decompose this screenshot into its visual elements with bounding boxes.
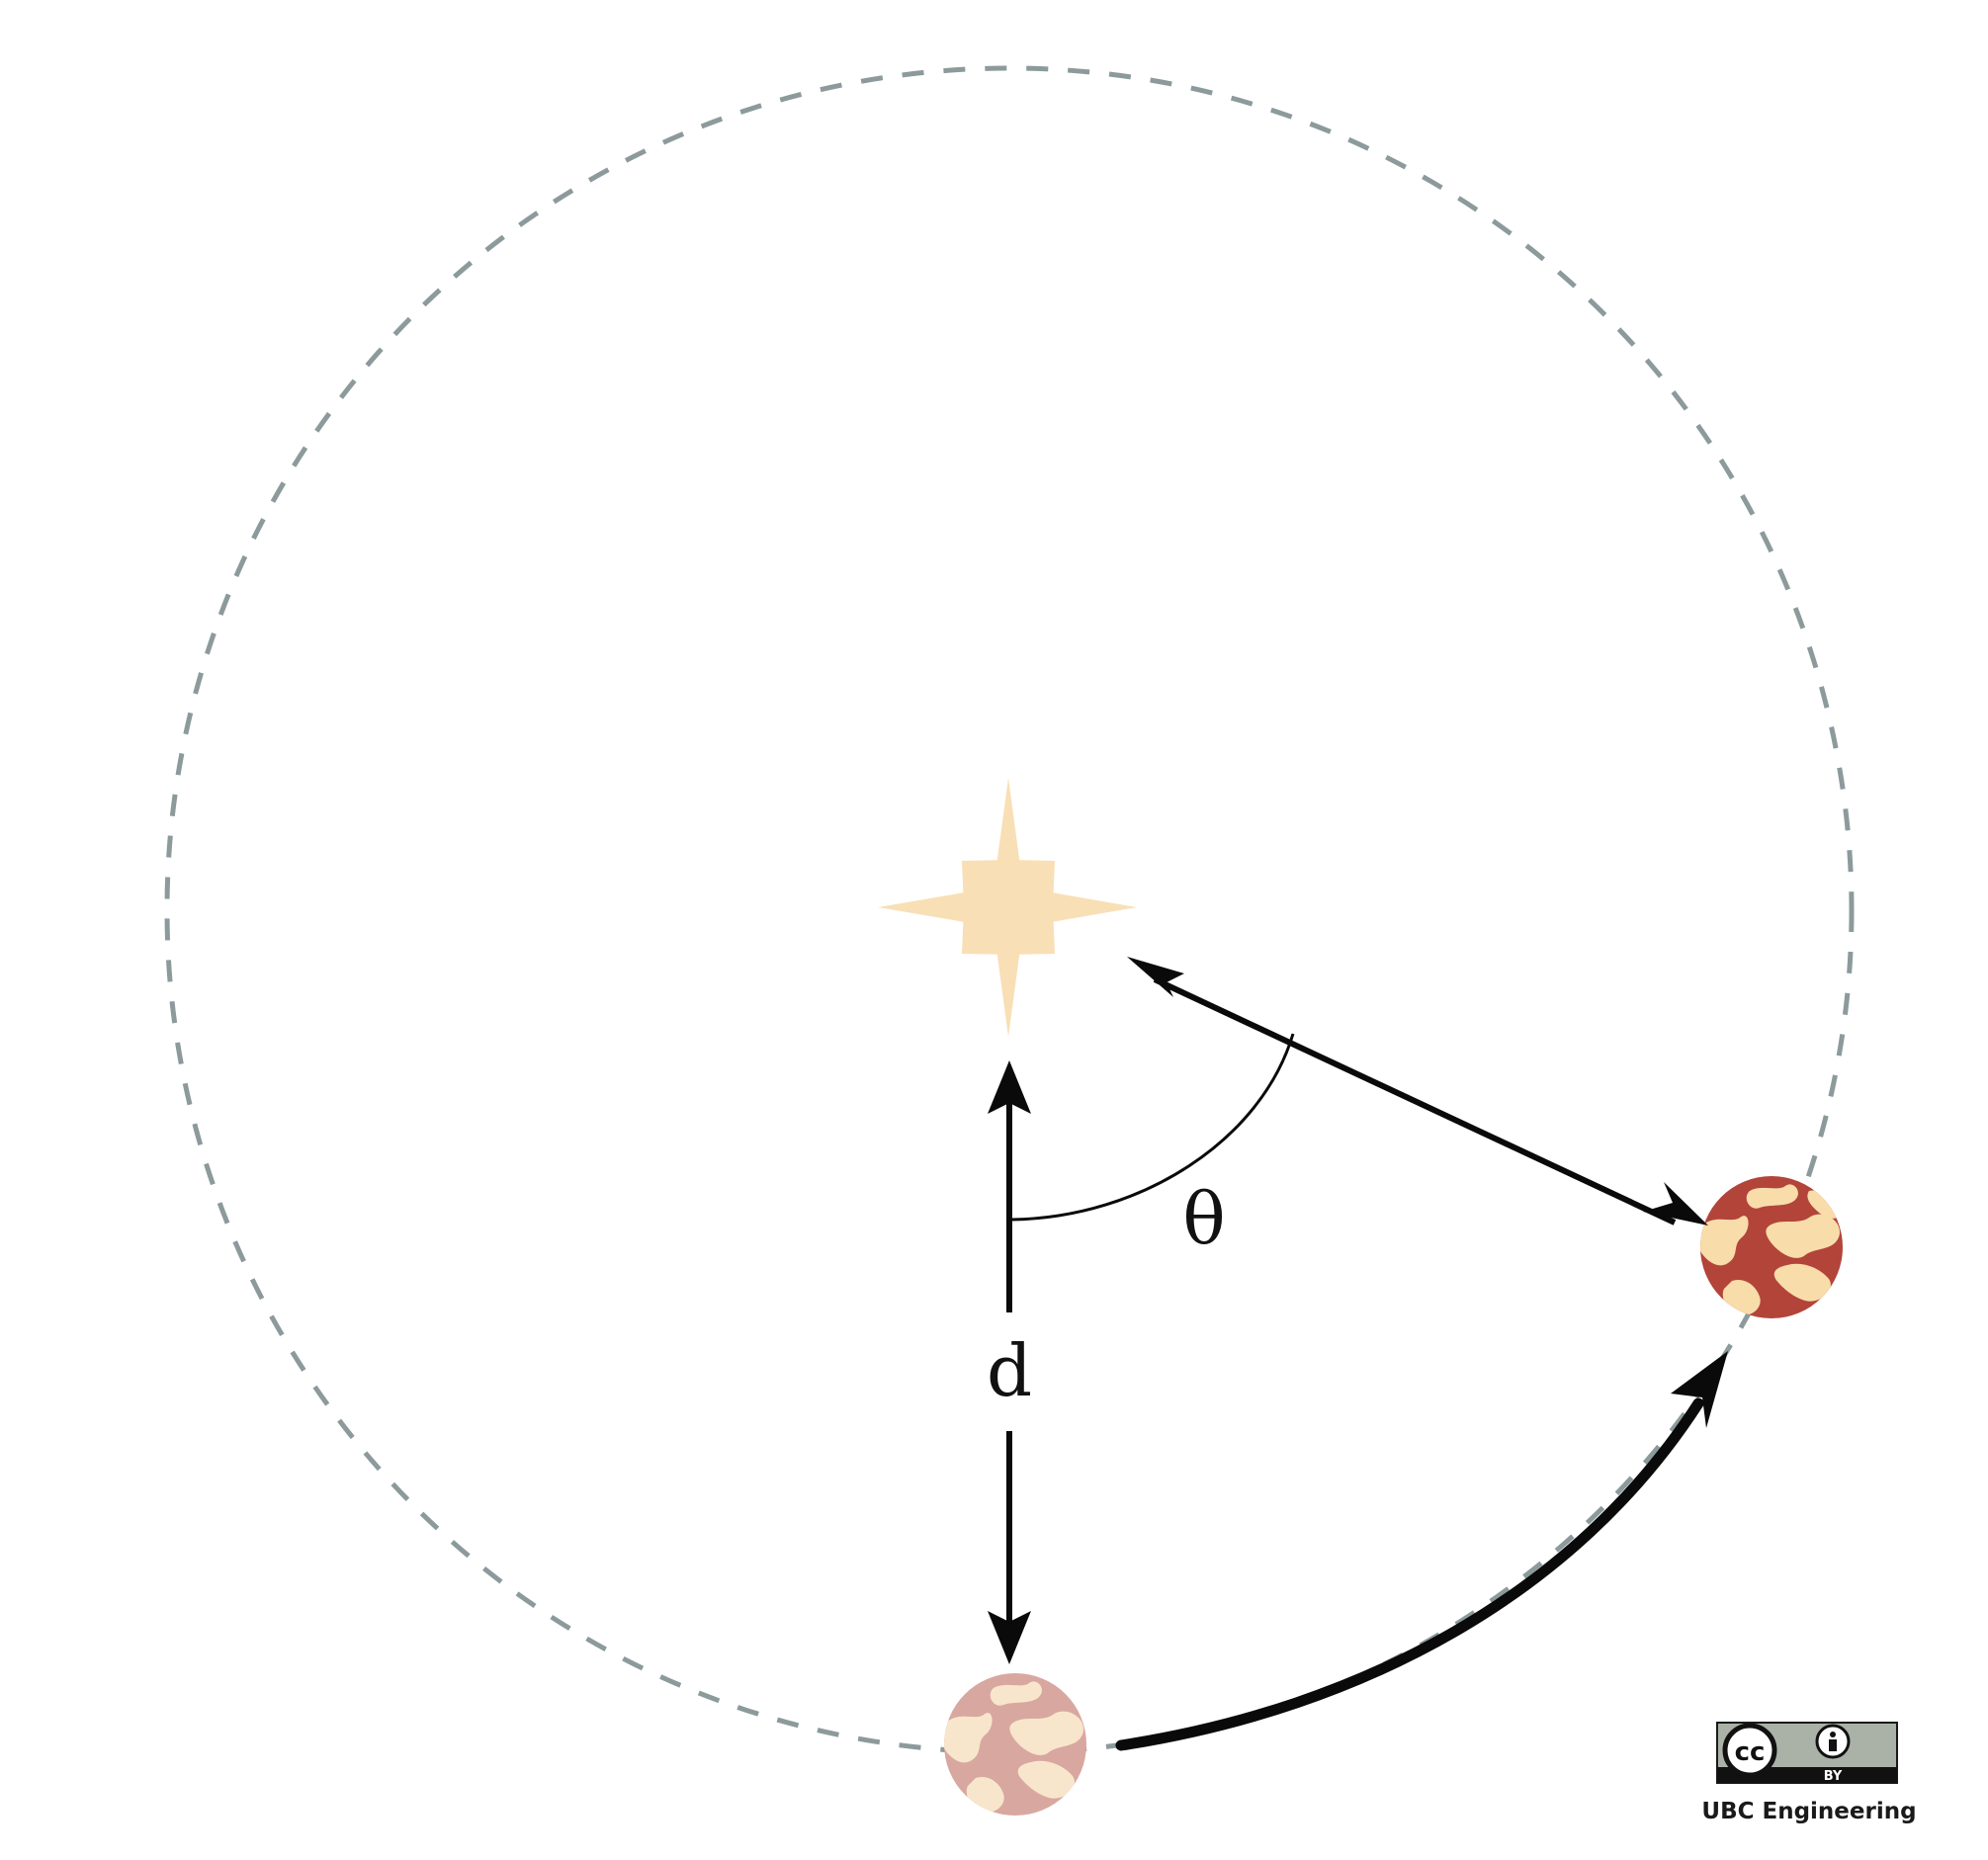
attribution-person-icon — [1815, 1724, 1851, 1759]
rotation-arrow — [1115, 1351, 1728, 1751]
planet-current-icon — [1700, 1176, 1843, 1318]
angle-arc — [1011, 1033, 1295, 1222]
star-icon — [878, 778, 1137, 1037]
credit-text: UBC Engineering — [1701, 1799, 1916, 1824]
by-label: BY — [1824, 1769, 1843, 1784]
distance-arrow — [988, 1060, 1031, 1664]
cc-mark: cc — [1735, 1737, 1766, 1767]
radius-arrow — [1127, 957, 1708, 1226]
planet-initial-icon — [944, 1673, 1086, 1816]
license-badge: cc BY — [1716, 1722, 1898, 1784]
orbit-path — [164, 65, 1855, 1755]
creative-commons-icon: cc — [1722, 1723, 1777, 1778]
distance-label: d — [987, 1329, 1032, 1412]
angle-label: θ — [1182, 1177, 1225, 1260]
